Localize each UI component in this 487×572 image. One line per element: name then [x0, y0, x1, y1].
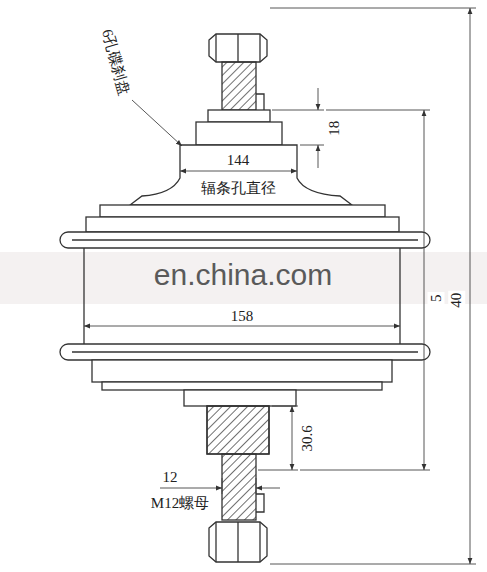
dimension: 5 [428, 292, 445, 304]
part-label: M12螺母 [149, 495, 211, 512]
watermark: en.china.com [152, 258, 334, 291]
part-label: 6孔碟刹盘 [98, 25, 134, 98]
dimension: 158 [229, 308, 256, 325]
dimension: 40 [448, 291, 465, 310]
dimension: 18 [326, 119, 343, 138]
dimension: 144 [225, 152, 252, 169]
dimension: 30.6 [299, 423, 316, 453]
dimension: 12 [161, 469, 180, 486]
note: 辐条孔直径 [199, 180, 278, 197]
